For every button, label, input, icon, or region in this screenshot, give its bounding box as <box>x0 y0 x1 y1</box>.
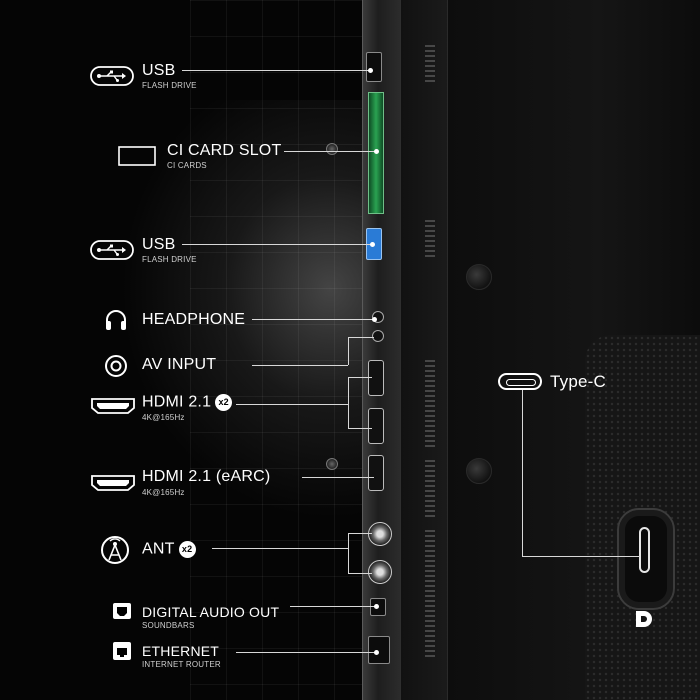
hdmi-earc-label: HDMI 2.1 (eARC) <box>142 468 271 485</box>
displayport-logo <box>636 611 652 627</box>
port-marking <box>425 530 435 660</box>
callout-line-av <box>252 365 348 366</box>
panel-screw <box>326 458 338 470</box>
callout-line-usb1 <box>182 70 370 71</box>
callout-line-headphone <box>252 319 374 320</box>
label-panel-strip <box>400 0 449 700</box>
hdmi-earc-sub-label: 4K@165Hz <box>142 488 185 497</box>
callout-line-hdmi <box>348 377 372 378</box>
av-input-icon <box>105 355 127 377</box>
callout-dot <box>374 604 379 609</box>
callout-dot <box>374 650 379 655</box>
quantity-badge: x2 <box>215 394 233 411</box>
usb-type-c-port <box>617 508 675 610</box>
callout-line-av <box>348 337 349 365</box>
callout-dot <box>368 68 373 73</box>
hdmi-label-text: HDMI 2.1 <box>142 393 212 411</box>
mount-screw <box>466 458 492 484</box>
usb-label: USB <box>142 236 176 253</box>
hdmi-sub-label: 4K@165Hz <box>142 413 185 422</box>
callout-line-hdmi <box>236 404 348 405</box>
callout-line-av <box>348 337 374 338</box>
headphone-icon <box>106 310 126 330</box>
ci-card-slot-sub-label: CI CARDS <box>167 161 207 170</box>
digital-audio-out-sub-label: SOUNDBARS <box>142 621 195 630</box>
usb-label: USB <box>142 62 176 79</box>
ethernet-label: ETHERNET <box>142 643 220 659</box>
port-marking <box>425 45 435 85</box>
callout-line-ant <box>348 533 349 573</box>
callout-line-hdmi <box>348 428 372 429</box>
antenna-port <box>368 522 392 546</box>
callout-line-typec <box>522 390 523 556</box>
ethernet-sub-label: INTERNET ROUTER <box>142 660 221 669</box>
usb-sub-label: FLASH DRIVE <box>142 81 197 90</box>
callout-line-hdmi <box>348 377 349 428</box>
ethernet-icon <box>113 642 131 660</box>
usb-type-c-receptacle <box>639 527 650 573</box>
callout-line-ant <box>348 533 372 534</box>
callout-line-usb2 <box>182 244 372 245</box>
callout-line-typec <box>522 556 640 557</box>
usb-port <box>366 52 382 82</box>
hdmi-port <box>368 360 384 396</box>
av-jack <box>372 330 384 342</box>
optical-icon <box>113 603 131 619</box>
antenna-label-text: ANT <box>142 540 175 558</box>
panel-grid-texture <box>190 0 365 700</box>
usb-type-c-icon <box>498 373 542 390</box>
usb-icon <box>90 240 134 260</box>
ethernet-port <box>368 636 390 664</box>
callout-line-ethernet <box>236 652 376 653</box>
ci-card-slot-label: CI CARD SLOT <box>167 142 282 159</box>
type-c-label: Type-C <box>550 372 606 391</box>
av-input-label: AV INPUT <box>142 356 217 373</box>
usb-sub-label: FLASH DRIVE <box>142 255 197 264</box>
callout-line-ci <box>284 151 376 152</box>
antenna-icon <box>101 536 129 564</box>
ci-card-icon <box>118 146 156 166</box>
hdmi-icon <box>91 398 135 414</box>
hdmi-port <box>368 408 384 444</box>
hdmi-icon <box>91 475 135 491</box>
mount-screw <box>466 264 492 290</box>
antenna-port <box>368 560 392 584</box>
headphone-label: HEADPHONE <box>142 311 246 328</box>
quantity-badge: x2 <box>178 541 196 558</box>
port-marking <box>425 460 435 520</box>
callout-dot <box>372 317 377 322</box>
callout-line-hdmi-earc <box>302 477 374 478</box>
hdmi-earc-port <box>368 455 384 491</box>
port-marking <box>425 360 435 450</box>
callout-dot <box>374 149 379 154</box>
port-marking <box>425 220 435 260</box>
panel-screw <box>326 143 338 155</box>
digital-audio-out-label: DIGITAL AUDIO OUT <box>142 604 280 620</box>
callout-line-optical <box>290 606 376 607</box>
usb-icon <box>90 66 134 86</box>
callout-line-ant <box>348 573 372 574</box>
callout-dot <box>370 242 375 247</box>
callout-line-ant <box>212 548 348 549</box>
